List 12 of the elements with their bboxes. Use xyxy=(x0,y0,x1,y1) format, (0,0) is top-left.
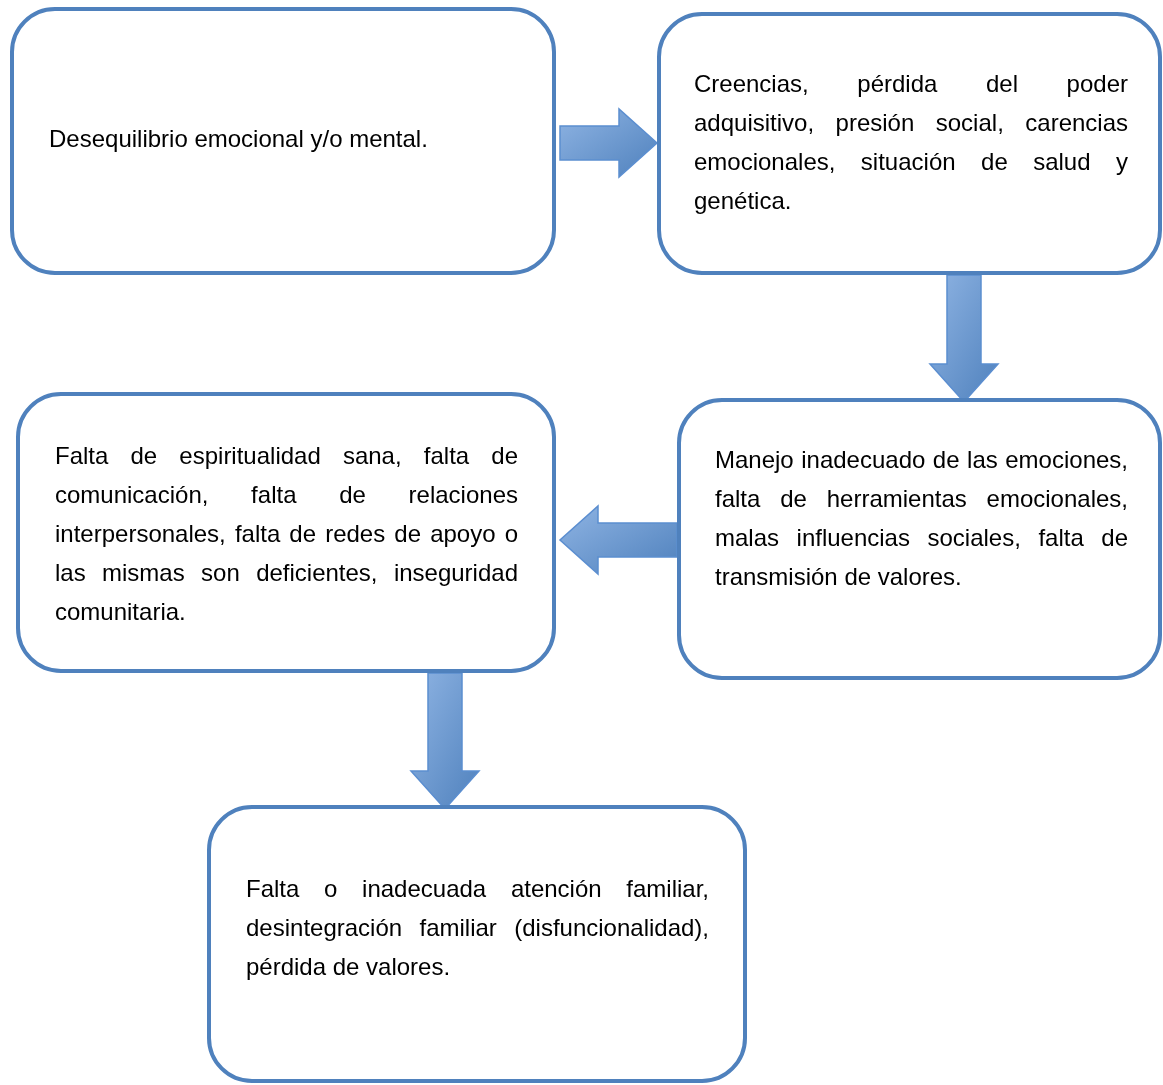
process-box xyxy=(10,7,556,275)
process-box xyxy=(657,12,1162,275)
box-text: Falta de espiritualidad sana, falta de comunicación, falta de relaciones interpersonales, falta de redes de apoyo o las mismas son deficientes, inseguridad comunitaria. xyxy=(55,441,518,627)
block-arrow xyxy=(559,107,659,179)
box-text: Manejo inadecuado de las emociones, falta de herramientas emocionales, malas influencias sociales, falta de transmisión de valores. xyxy=(715,445,1128,592)
process-box xyxy=(677,398,1162,680)
process-box xyxy=(16,392,556,673)
process-box xyxy=(207,805,747,1083)
block-arrow xyxy=(558,504,678,576)
box-text: Creencias, pérdida del poder adquisitivo, presión social, carencias emocionales, situación de salud y genética. xyxy=(694,69,1128,216)
box-text: Desequilibrio emocional y/o mental. xyxy=(49,124,429,154)
box-text: Falta o inadecuada atención familiar, desintegración familiar (disfuncionalidad), pérdida de valores. xyxy=(246,874,709,982)
